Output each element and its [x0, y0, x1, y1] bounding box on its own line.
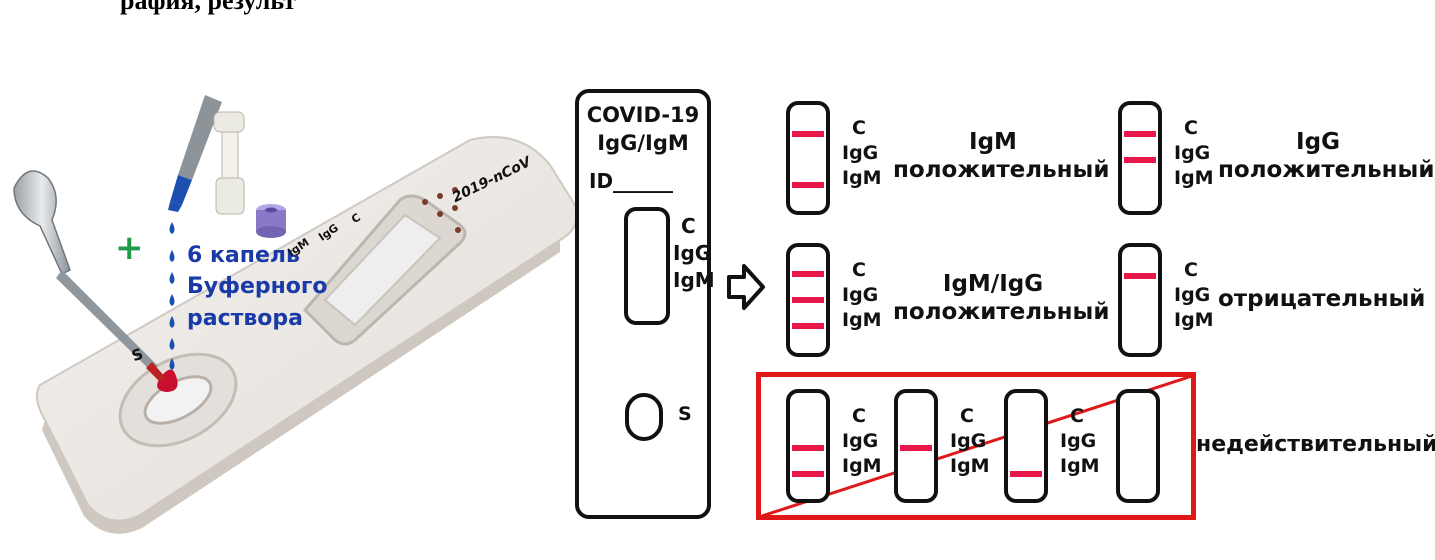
- strip-invalid-3: [1004, 389, 1048, 503]
- result-invalid: недействительный: [1196, 432, 1435, 457]
- label-igg: IgG: [842, 142, 879, 164]
- label-c: C: [852, 117, 866, 139]
- blood-drop-icon: [157, 369, 178, 392]
- result-both-status: положительный: [893, 299, 1110, 325]
- cassette-title-line-2: IgG/IgM: [597, 131, 689, 155]
- igg-band: [1124, 157, 1156, 163]
- label-c: C: [960, 405, 974, 427]
- label-igg: IgG: [1060, 430, 1097, 452]
- result-igm-status: положительный: [893, 157, 1110, 183]
- label-igm: IgM: [1174, 167, 1214, 189]
- control-band: [792, 131, 824, 137]
- buffer-line-3: раствора: [187, 306, 304, 331]
- cassette-title: COVID-19 IgG/IgM: [579, 101, 707, 157]
- strip-labels-2: C IgG IgM: [1174, 116, 1214, 191]
- sample-well: [625, 393, 663, 441]
- result-igg-title: IgG: [1296, 129, 1340, 155]
- window-labels: C IgG IgM: [673, 213, 715, 294]
- id-field: ID______: [589, 169, 674, 193]
- cassette-diagram: COVID-19 IgG/IgM ID______ C IgG IgM S: [575, 89, 715, 519]
- result-both-title: IgM/IgG: [942, 271, 1044, 297]
- window-label-igm: IgM: [673, 268, 715, 292]
- control-band: [1124, 273, 1156, 279]
- label-igm: IgM: [842, 455, 882, 477]
- label-c: C: [852, 259, 866, 281]
- strip-igg-positive: [1118, 101, 1162, 215]
- result-igm-positive: IgM положительный: [893, 128, 1110, 184]
- label-igm: IgM: [1174, 309, 1214, 331]
- strip-invalid-1: [786, 389, 830, 503]
- igg-band: [900, 445, 932, 451]
- strip-igm-igg-positive: [786, 243, 830, 357]
- label-c: C: [1070, 405, 1084, 427]
- label-igg: IgG: [842, 284, 879, 306]
- strip-labels-1: C IgG IgM: [842, 116, 882, 191]
- igm-band: [792, 323, 824, 329]
- label-c: C: [1184, 117, 1198, 139]
- igg-band: [792, 445, 824, 451]
- label-igg: IgG: [842, 430, 879, 452]
- strip-labels-3: C IgG IgM: [842, 258, 882, 333]
- label-igg: IgG: [1174, 142, 1211, 164]
- igg-band: [792, 297, 824, 303]
- window-label-c: C: [681, 214, 696, 238]
- buffer-line-2: Буферного: [187, 274, 328, 299]
- buffer-line-1: 6 капель: [187, 243, 300, 268]
- result-window: [624, 207, 670, 325]
- igm-band: [792, 471, 824, 477]
- label-igm: IgM: [950, 455, 990, 477]
- result-negative: отрицательный: [1218, 286, 1426, 312]
- label-c: C: [1184, 259, 1198, 281]
- cassette-title-line-1: COVID-19: [586, 103, 700, 127]
- cassette-dots: [422, 187, 461, 233]
- strip-labels-4: C IgG IgM: [1174, 258, 1214, 333]
- strip-labels-7: C IgG IgM: [1060, 404, 1100, 479]
- plus-icon: +: [115, 228, 144, 268]
- igm-band: [792, 182, 824, 188]
- label-igm: IgM: [842, 309, 882, 331]
- buffer-dropper-icon: [168, 95, 222, 212]
- result-igg-status: положительный: [1218, 157, 1435, 183]
- header-fragment: рафия, результ: [120, 0, 296, 15]
- label-igg: IgG: [1174, 284, 1211, 306]
- strip-labels-6: C IgG IgM: [950, 404, 990, 479]
- procedure-illustration: [13, 95, 578, 534]
- label-c: C: [852, 405, 866, 427]
- vial-icon: [256, 204, 286, 238]
- label-igg: IgG: [950, 430, 987, 452]
- result-igm-title: IgM: [969, 129, 1017, 155]
- invalid-frame: [756, 372, 1196, 520]
- window-label-igg: IgG: [673, 241, 712, 265]
- test-cassette: [35, 136, 578, 534]
- label-igm: IgM: [1060, 455, 1100, 477]
- strip-invalid-2: [894, 389, 938, 503]
- igm-band: [1010, 471, 1042, 477]
- result-igg-positive: IgG положительный: [1218, 128, 1435, 184]
- arrow-right-icon: [727, 264, 765, 310]
- pipette-icon: [13, 170, 166, 382]
- sample-tube-icon: [213, 111, 245, 215]
- strip-labels-5: C IgG IgM: [842, 404, 882, 479]
- strip-negative: [1118, 243, 1162, 357]
- strip-igm-positive: [786, 101, 830, 215]
- strip-invalid-4: [1116, 389, 1160, 503]
- result-igm-igg-positive: IgM/IgG положительный: [893, 270, 1110, 326]
- control-band: [792, 271, 824, 277]
- label-igm: IgM: [842, 167, 882, 189]
- control-band: [1124, 131, 1156, 137]
- sample-well-label: S: [678, 403, 692, 425]
- buffer-drops: [169, 222, 175, 370]
